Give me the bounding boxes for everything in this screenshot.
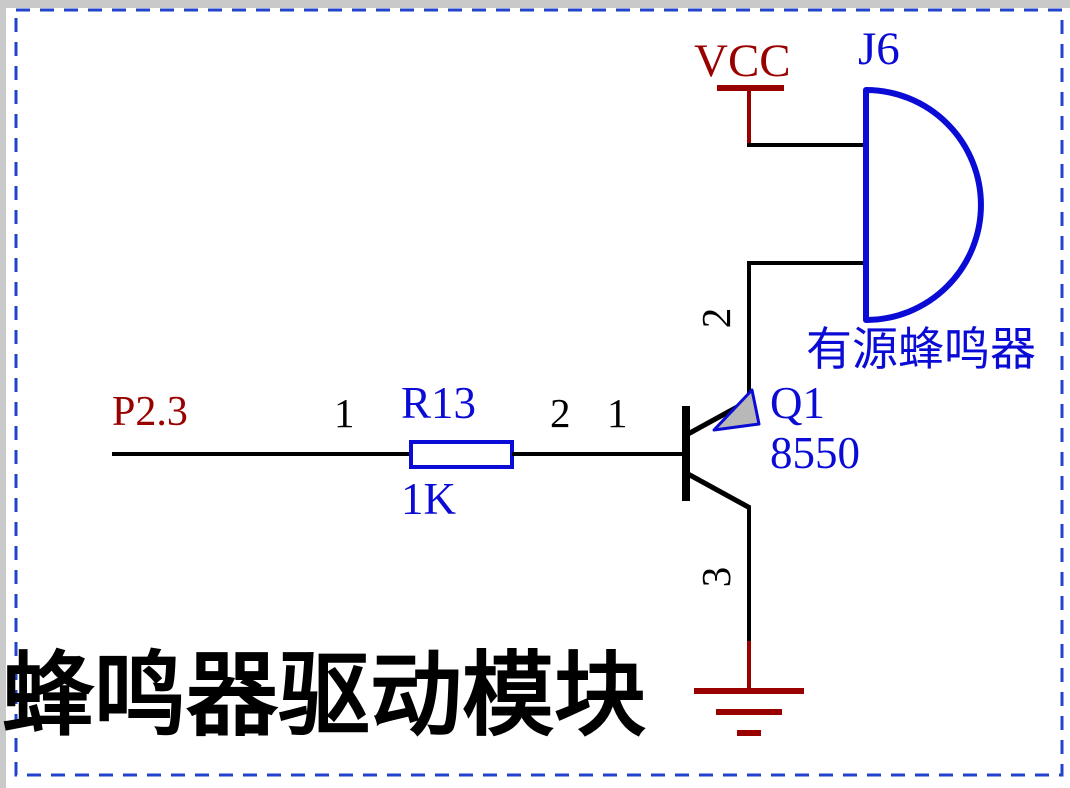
buzzer-body [863,87,984,323]
resistor-designator: R13 [401,378,477,428]
transistor-pin2-number: 2 [692,307,739,329]
transistor-pin3-number: 3 [692,566,739,588]
transistor-base-bar [682,406,690,501]
transistor-emitter-arrow [712,388,761,432]
resistor-body [409,440,514,469]
input-net-label: P2.3 [112,389,188,435]
resistor-pin1-number: 1 [334,390,355,436]
module-title: 蜂鸣器驱动模块 [2,645,647,747]
buzzer-designator: J6 [858,23,900,75]
sheet-dashed-border [14,8,1064,777]
vcc-net-label: VCC [694,35,791,87]
transistor-designator: Q1 [770,378,825,428]
resistor-value: 1K [401,474,456,524]
transistor-pin1-number: 1 [607,390,628,436]
transistor-value: 8550 [770,428,860,478]
buzzer-name-label: 有源蜂鸣器 [806,324,1036,375]
resistor-pin2-number: 2 [550,390,571,436]
transistor-collector-line [686,471,752,511]
